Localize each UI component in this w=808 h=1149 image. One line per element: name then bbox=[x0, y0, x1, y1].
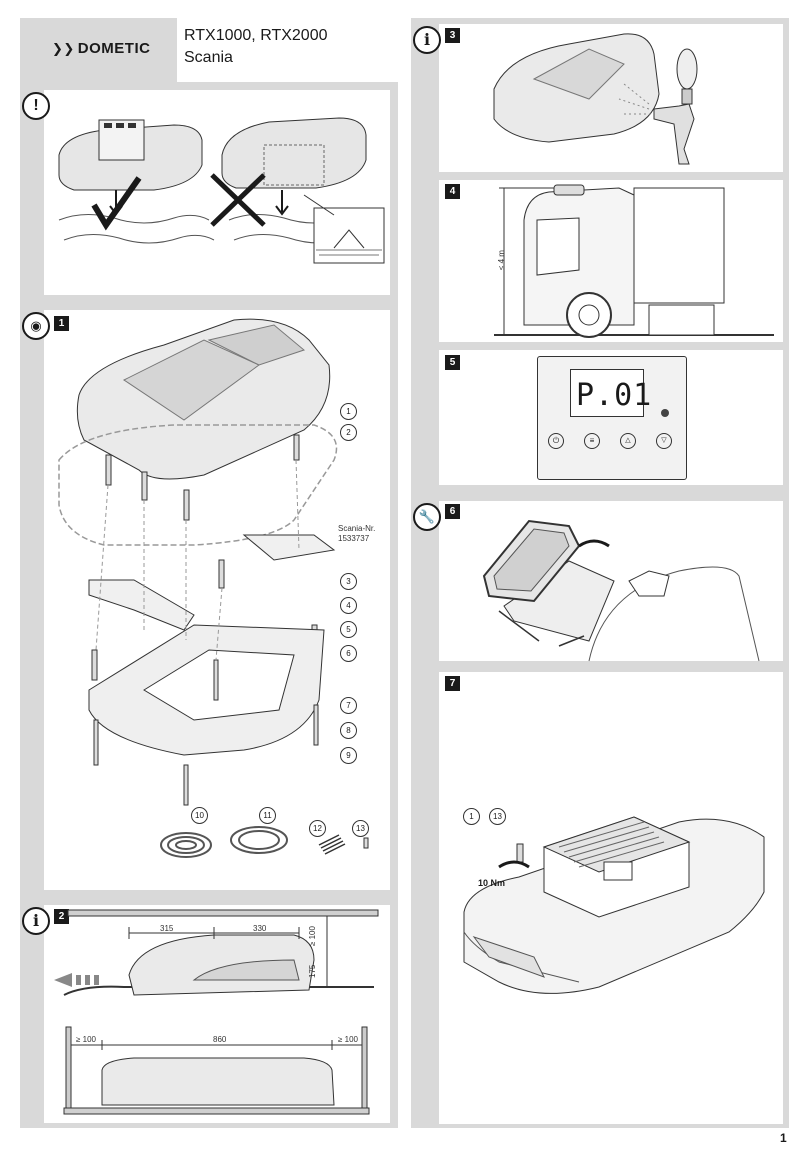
exclamation-icon: ! bbox=[22, 92, 50, 120]
step3-cleaning-illustration bbox=[493, 33, 698, 165]
warning-illustration bbox=[58, 117, 385, 264]
torque-label: 10 Nm bbox=[478, 878, 506, 888]
callout-12: 12 bbox=[309, 820, 326, 837]
down-button[interactable]: ▽ bbox=[656, 433, 672, 449]
dim-height-top: ≥ 100 bbox=[308, 926, 317, 946]
header-title-box bbox=[175, 18, 400, 82]
page-number: 1 bbox=[780, 1131, 787, 1145]
dim-width: 860 bbox=[213, 1035, 227, 1044]
step3-badge: 3 bbox=[445, 28, 460, 43]
dim-left: 315 bbox=[160, 924, 174, 933]
info-icon: i bbox=[413, 26, 441, 54]
brand-name: DOMETIC bbox=[77, 40, 151, 57]
display-screen: P.01 bbox=[570, 369, 651, 417]
scania-label-line2: 1533737 bbox=[338, 534, 370, 543]
callout-10: 10 bbox=[191, 807, 208, 824]
truck-height-label: ≤ 4 m bbox=[497, 250, 506, 270]
callout-2: 2 bbox=[340, 424, 357, 441]
step4-truck-illustration bbox=[494, 184, 774, 338]
step6-badge: 6 bbox=[445, 504, 460, 519]
display-text: P.01 bbox=[576, 378, 653, 413]
callout-9: 9 bbox=[340, 747, 357, 764]
control-panel: P.01 ⏻ ≡ △ ▽ bbox=[537, 356, 687, 480]
variant-title: Scania bbox=[184, 49, 233, 66]
callout-8: 8 bbox=[340, 722, 357, 739]
scania-label-line1: Scania-Nr. bbox=[338, 524, 376, 533]
step7-callout-1: 1 bbox=[463, 808, 480, 825]
callout-1: 1 bbox=[340, 403, 357, 420]
step4-badge: 4 bbox=[445, 184, 460, 199]
eye-icon: ◉ bbox=[22, 312, 50, 340]
callout-4: 4 bbox=[340, 597, 357, 614]
dim-height: 175 bbox=[308, 964, 317, 978]
callout-3: 3 bbox=[340, 573, 357, 590]
step2-badge: 2 bbox=[54, 909, 69, 924]
step1-badge: 1 bbox=[54, 316, 69, 331]
power-button[interactable]: ⏻ bbox=[548, 433, 564, 449]
model-title: RTX1000, RTX2000 bbox=[184, 27, 328, 44]
callout-7: 7 bbox=[340, 697, 357, 714]
step5-badge: 5 bbox=[445, 355, 460, 370]
step7-callout-13: 13 bbox=[489, 808, 506, 825]
up-button[interactable]: △ bbox=[620, 433, 636, 449]
step1-exploded-view bbox=[58, 318, 369, 858]
callout-13: 13 bbox=[352, 820, 369, 837]
dim-right: 330 bbox=[253, 924, 267, 933]
info-icon: i bbox=[22, 907, 50, 935]
step6-filter-illustration bbox=[482, 519, 760, 662]
status-led bbox=[661, 409, 669, 417]
step7-unit-illustration bbox=[463, 816, 765, 994]
step2-dimensions-diagram bbox=[54, 909, 379, 1115]
brand-logo: ❯❯DOMETIC bbox=[52, 40, 150, 57]
dim-side-right: ≥ 100 bbox=[338, 1035, 358, 1044]
callout-11: 11 bbox=[259, 807, 276, 824]
callout-6: 6 bbox=[340, 645, 357, 662]
dim-side-left: ≥ 100 bbox=[76, 1035, 96, 1044]
wrench-icon: 🔧 bbox=[413, 503, 441, 531]
dometic-logo-icon: ❯❯ bbox=[52, 41, 75, 56]
step7-badge: 7 bbox=[445, 676, 460, 691]
callout-5: 5 bbox=[340, 621, 357, 638]
mode-button[interactable]: ≡ bbox=[584, 433, 600, 449]
